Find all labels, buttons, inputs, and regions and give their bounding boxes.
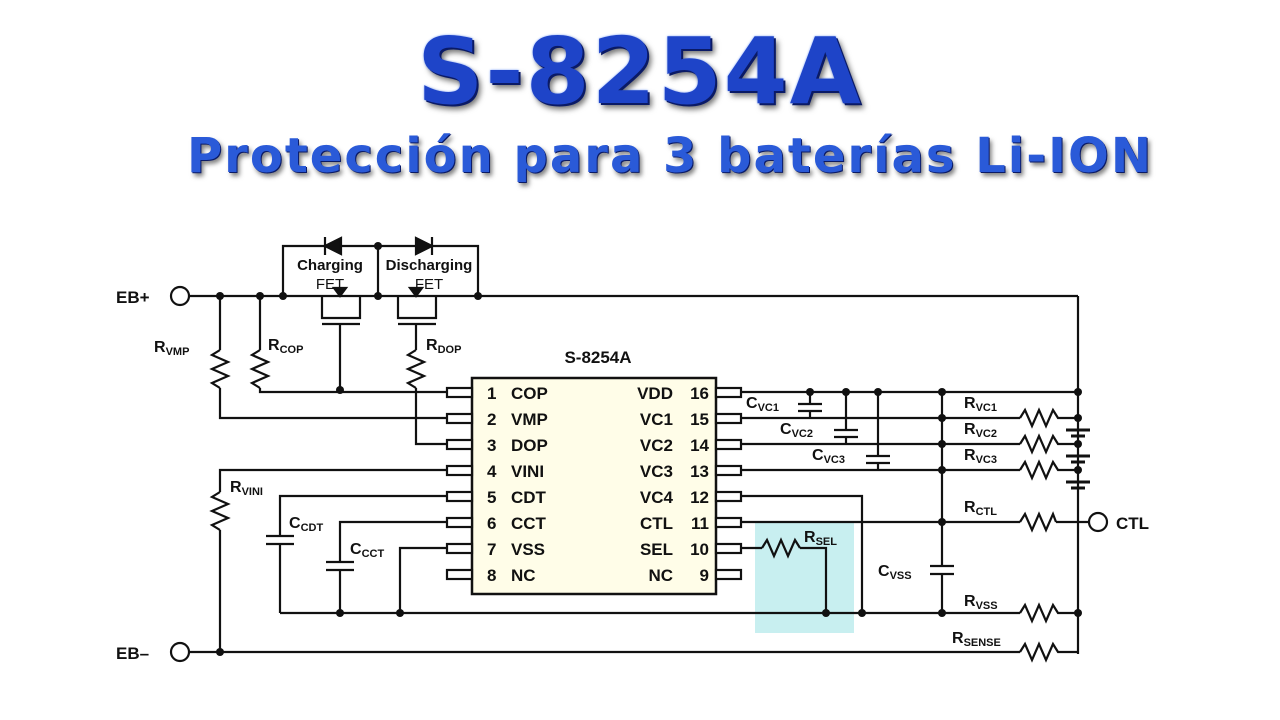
- page-subtitle: Protección para 3 baterías Li-ION: [186, 128, 1154, 184]
- rvmp-label: RVMP: [154, 339, 189, 358]
- rctl-label: RCTL: [964, 499, 997, 518]
- pin-11-name: CTL: [640, 514, 673, 533]
- pin-2-num: 2: [487, 410, 496, 429]
- ic-body: [470, 376, 718, 596]
- left-wires: [189, 296, 1020, 654]
- eb-minus-label: EB–: [116, 644, 149, 663]
- pin-15-num: 15: [690, 410, 709, 429]
- pin-10-num: 10: [690, 540, 709, 559]
- ctl-label: CTL: [1116, 514, 1149, 533]
- top-rail-wires: [189, 294, 1080, 654]
- pin-12-name: VC4: [640, 488, 674, 507]
- charging-fet-label-1: Charging: [297, 257, 363, 274]
- pin-1-name: COP: [511, 384, 548, 403]
- pin-9-name: NC: [648, 566, 673, 585]
- ccdt-label: CCDT: [289, 515, 323, 534]
- pin-15-name: VC1: [640, 410, 673, 429]
- eb-plus-label: EB+: [116, 288, 150, 307]
- pin-9-num: 9: [700, 566, 709, 585]
- pin-7-num: 7: [487, 540, 496, 559]
- cvss-label: CVSS: [878, 563, 912, 582]
- battery-cells: [1066, 428, 1090, 490]
- discharging-fet-label-2: FET: [415, 276, 443, 293]
- pin-14-num: 14: [690, 436, 709, 455]
- pin-4-num: 4: [487, 462, 497, 481]
- ctl-terminal: [1087, 511, 1109, 533]
- rcop-label: RCOP: [268, 337, 303, 356]
- rsense-label: RSENSE: [952, 630, 1001, 649]
- page-title: S-8254A: [417, 18, 863, 125]
- pin-14-name: VC2: [640, 436, 673, 455]
- pin-3-num: 3: [487, 436, 496, 455]
- pin-13-name: VC3: [640, 462, 673, 481]
- pin-8-name: NC: [511, 566, 536, 585]
- rvc1-label: RVC1: [964, 395, 997, 414]
- pin-16-name: VDD: [637, 384, 673, 403]
- cvc2-label: CVC2: [780, 421, 813, 440]
- pin-5-name: CDT: [511, 488, 547, 507]
- rsel-label: RSEL: [804, 529, 837, 548]
- pin-10-name: SEL: [640, 540, 673, 559]
- pin-3-name: DOP: [511, 436, 548, 455]
- ic-name: S-8254A: [564, 348, 631, 367]
- rvss-label: RVSS: [964, 593, 998, 612]
- eb-minus-terminal: [169, 641, 191, 663]
- charging-fet-label-2: FET: [316, 276, 344, 293]
- ic-right-pins: [714, 386, 743, 581]
- pin-6-name: CCT: [511, 514, 547, 533]
- fet-assembly: [281, 236, 480, 390]
- cvc1-label: CVC1: [746, 395, 779, 414]
- ccct-label: CCCT: [350, 541, 384, 560]
- pin-8-num: 8: [487, 566, 496, 585]
- cvc3-label: CVC3: [812, 447, 845, 466]
- pin-16-num: 16: [690, 384, 709, 403]
- rvc3-label: RVC3: [964, 447, 997, 466]
- pin-13-num: 13: [690, 462, 709, 481]
- pin-12-num: 12: [690, 488, 709, 507]
- rvc2-label: RVC2: [964, 421, 997, 440]
- pin-7-name: VSS: [511, 540, 545, 559]
- rsel-highlight: [755, 523, 854, 633]
- pin-5-num: 5: [487, 488, 496, 507]
- pin-2-name: VMP: [511, 410, 548, 429]
- pin-4-name: VINI: [511, 462, 544, 481]
- pin-6-num: 6: [487, 514, 496, 533]
- pin-11-num: 11: [691, 514, 709, 533]
- eb-plus-terminal: [169, 285, 191, 307]
- right-wires: [741, 390, 1089, 663]
- rvini-label: RVINI: [230, 479, 263, 498]
- pin-1-num: 1: [487, 384, 496, 403]
- discharging-fet-label-1: Discharging: [386, 257, 473, 274]
- ic-left-pins: [445, 386, 474, 581]
- rdop-label: RDOP: [426, 337, 461, 356]
